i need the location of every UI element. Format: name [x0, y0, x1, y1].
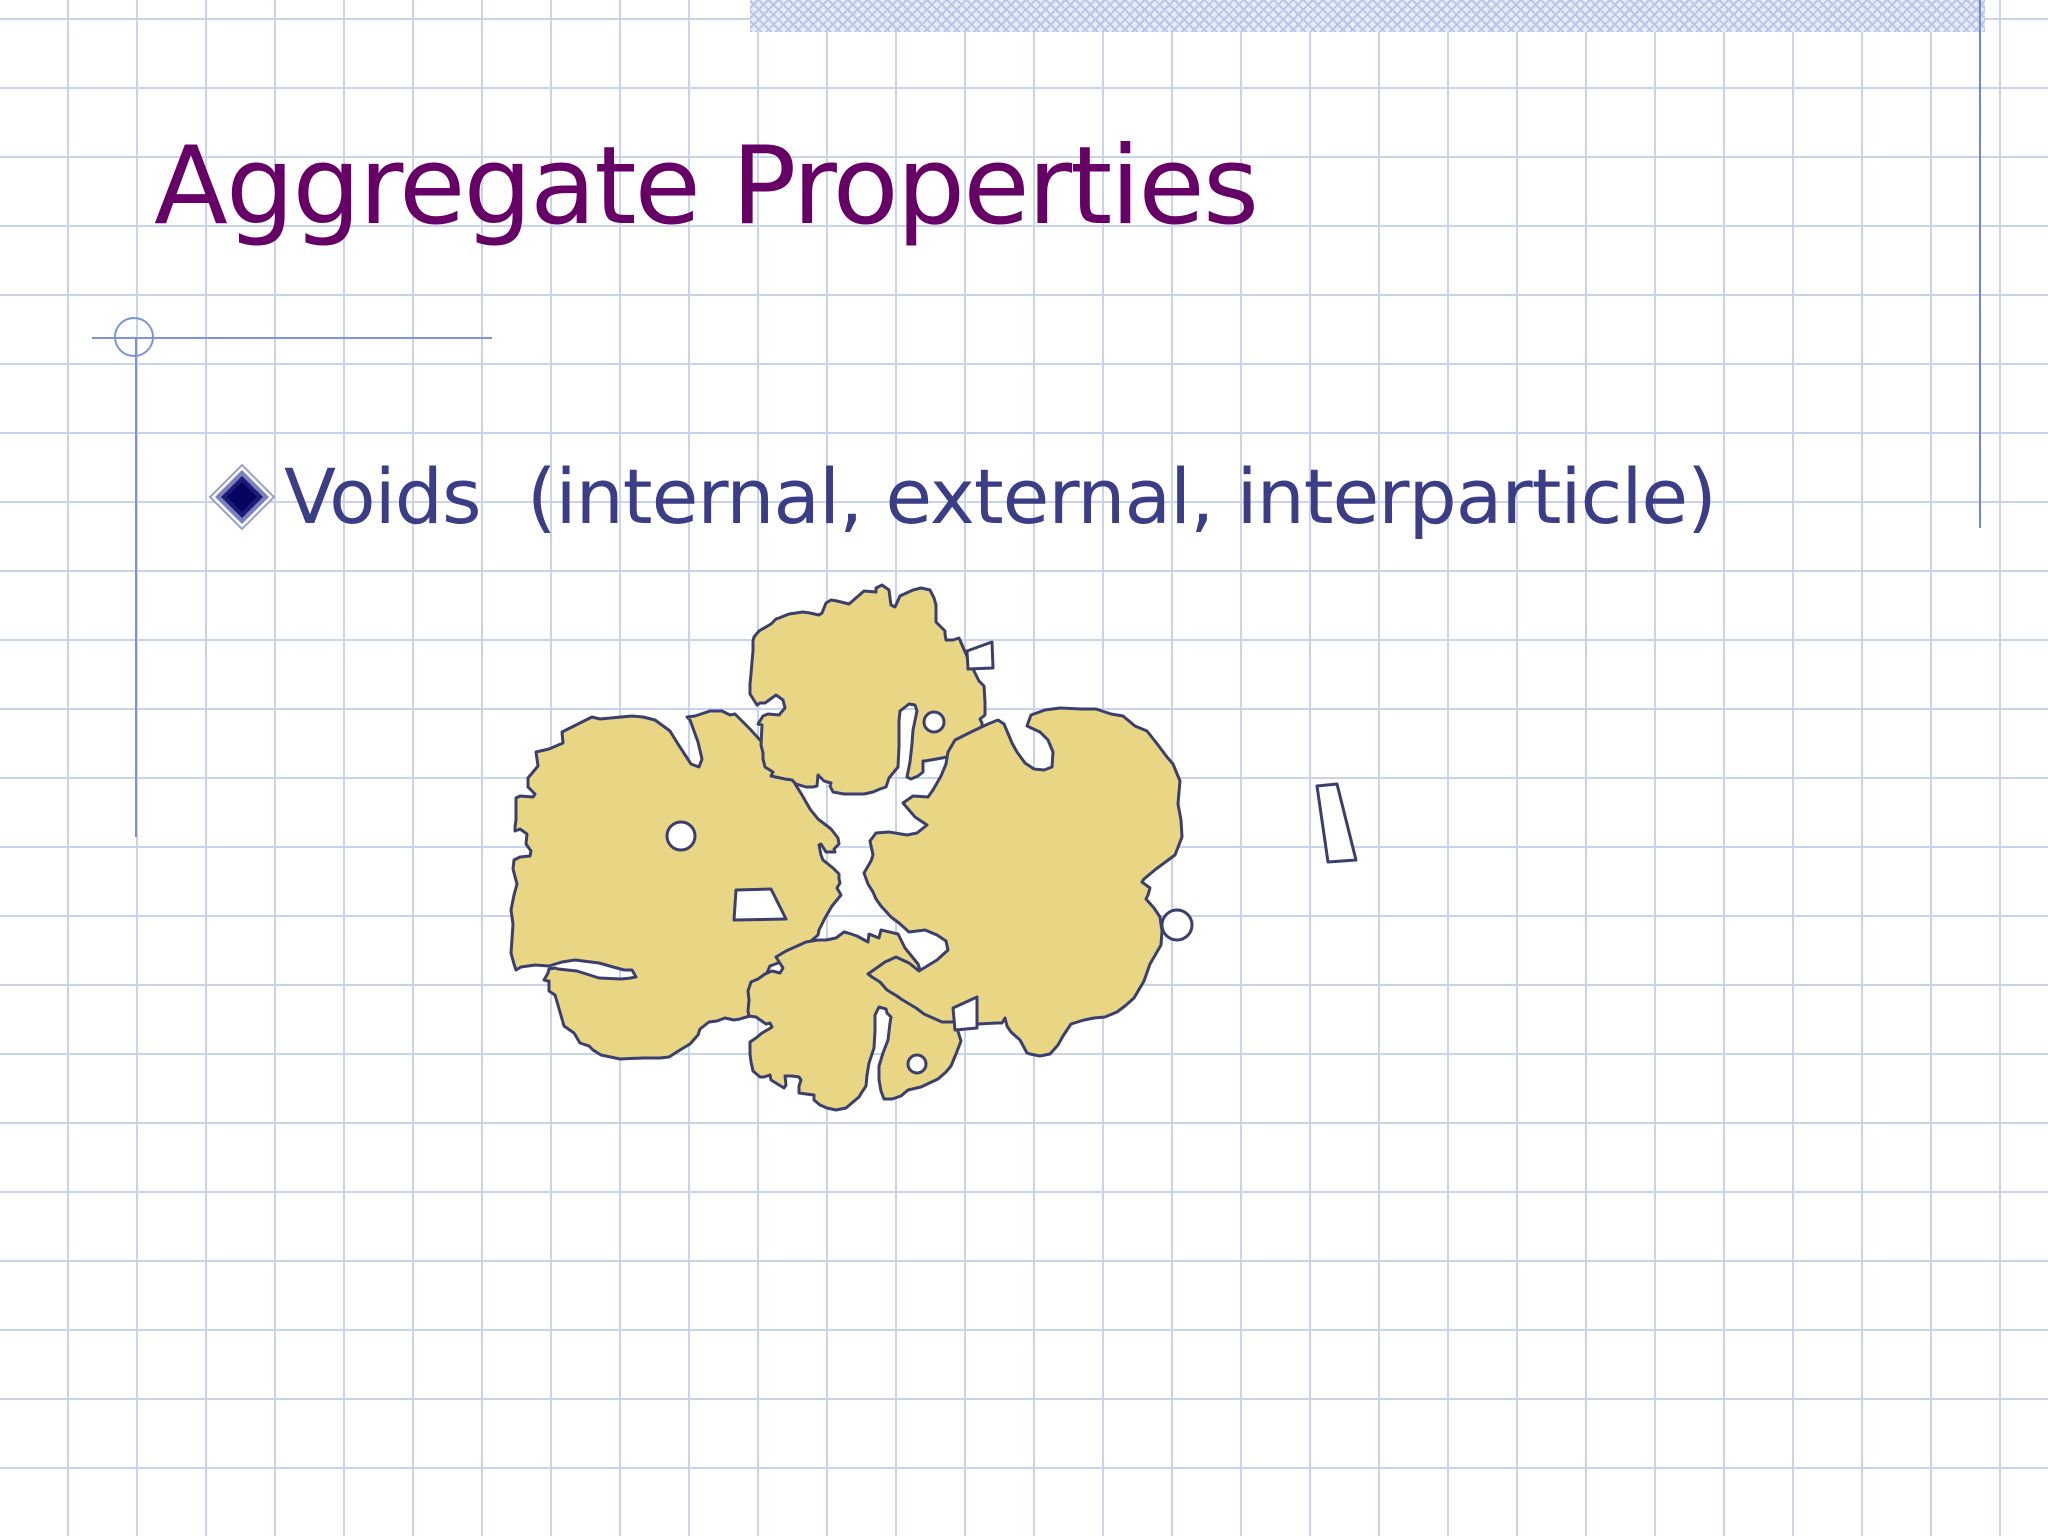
particle-bottom: [746, 928, 963, 1112]
particle-top: [748, 583, 987, 796]
bullet-text: Voids (internal, external, interparticle…: [284, 452, 1717, 541]
void-quad-left: [732, 887, 788, 922]
void-circle-right: [1160, 908, 1194, 942]
void-quad-top: [965, 640, 995, 671]
void-circle-bottom: [906, 1053, 928, 1075]
slide-title: Aggregate Properties: [154, 124, 1259, 249]
particle-right: [862, 706, 1184, 1058]
void-circle-left: [665, 820, 697, 852]
rule-corner-circle: [114, 317, 154, 357]
left-vertical-rule: [135, 337, 137, 837]
right-vertical-rule: [1979, 0, 1981, 528]
diamond-bullet-icon: [208, 463, 276, 530]
void-circle-top: [922, 710, 946, 734]
title-underline-rule: [92, 337, 492, 339]
top-decorative-band: [750, 0, 1985, 32]
particle-left: [509, 709, 843, 1061]
bullet-item: Voids (internal, external, interparticle…: [206, 452, 1717, 541]
aggregate-particles-figure: [509, 583, 1358, 1112]
void-quad-right: [1315, 782, 1358, 864]
void-quad-bottom: [951, 995, 979, 1032]
